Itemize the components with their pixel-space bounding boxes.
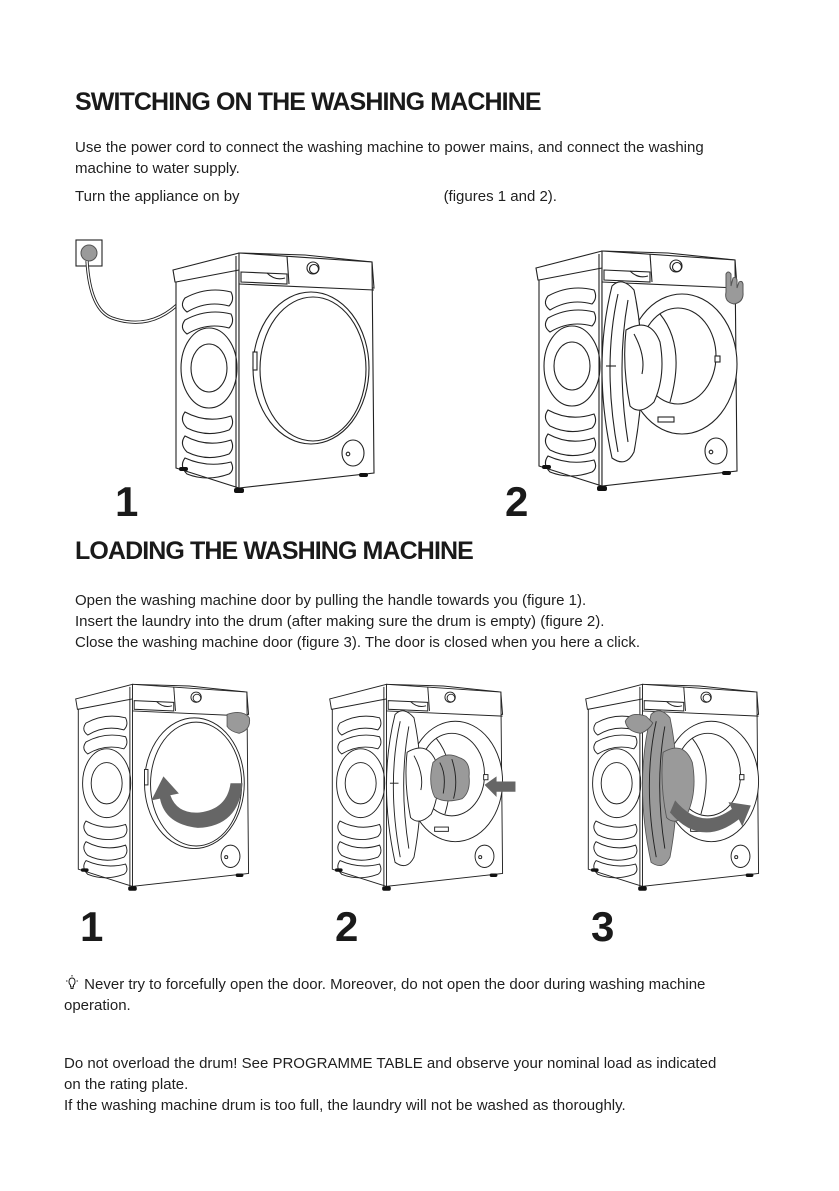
- instruction-line: Close the washing machine door (figure 3…: [75, 634, 641, 651]
- power-connection-instructions: Use the power cord to connect the washin…: [75, 137, 775, 179]
- figure-number: 2: [505, 478, 529, 525]
- turn-on-instructions: Turn the appliance on by (figures 1 and 2…: [75, 186, 557, 207]
- washing-machine-illustration: [585, 683, 760, 892]
- figure-power-on: [535, 250, 744, 492]
- instruction-line: Open the washing machine door by pulling…: [75, 592, 587, 609]
- instruction-line: machine to water supply.: [75, 160, 240, 177]
- section-title-loading: LOADING THE WASHING MACHINE: [75, 537, 474, 565]
- washing-machine-illustration: [329, 683, 504, 892]
- figure-insert-laundry: [329, 683, 516, 892]
- note-text: on the rating plate.: [64, 1076, 189, 1093]
- curved-arrow-icon: [151, 776, 243, 828]
- hand-icon: [226, 712, 251, 734]
- hand-pointer-icon: [725, 271, 744, 305]
- instruction-line: Insert the laundry into the drum (after …: [75, 613, 605, 630]
- note-text: If the washing machine drum is too full,…: [64, 1097, 626, 1114]
- washing-machine-illustration: [535, 250, 738, 492]
- figure-open-door: [75, 683, 251, 892]
- laundry-icon: [430, 754, 470, 802]
- hand-icon: [624, 713, 654, 734]
- figure-number: 3: [591, 903, 615, 950]
- note-text: Do not overload the drum! See PROGRAMME …: [64, 1055, 717, 1072]
- curved-arrow-icon: [669, 800, 751, 833]
- turn-on-text-end: (figures 1 and 2).: [443, 188, 557, 205]
- note-text: operation.: [64, 997, 131, 1014]
- loading-instructions: Open the washing machine door by pulling…: [75, 590, 795, 653]
- lightbulb-icon: [64, 974, 80, 995]
- door-warning-note: Never try to forcefully open the door. M…: [64, 974, 784, 1016]
- figure-number: 2: [335, 903, 359, 950]
- figure-close-door: [585, 683, 760, 892]
- overload-warning-note: Do not overload the drum! See PROGRAMME …: [64, 1053, 794, 1116]
- turn-on-text-start: Turn the appliance on by: [75, 188, 240, 205]
- section-title-switching-on: SWITCHING ON THE WASHING MACHINE: [75, 88, 542, 116]
- power-socket-icon: [75, 239, 103, 267]
- instruction-line: Use the power cord to connect the washin…: [75, 139, 704, 156]
- figure-number: 1: [80, 903, 104, 950]
- note-text: Never try to forcefully open the door. M…: [84, 976, 706, 993]
- figure-power-connection: [75, 239, 375, 494]
- washing-machine-illustration: [172, 252, 375, 494]
- figure-number: 1: [115, 478, 139, 525]
